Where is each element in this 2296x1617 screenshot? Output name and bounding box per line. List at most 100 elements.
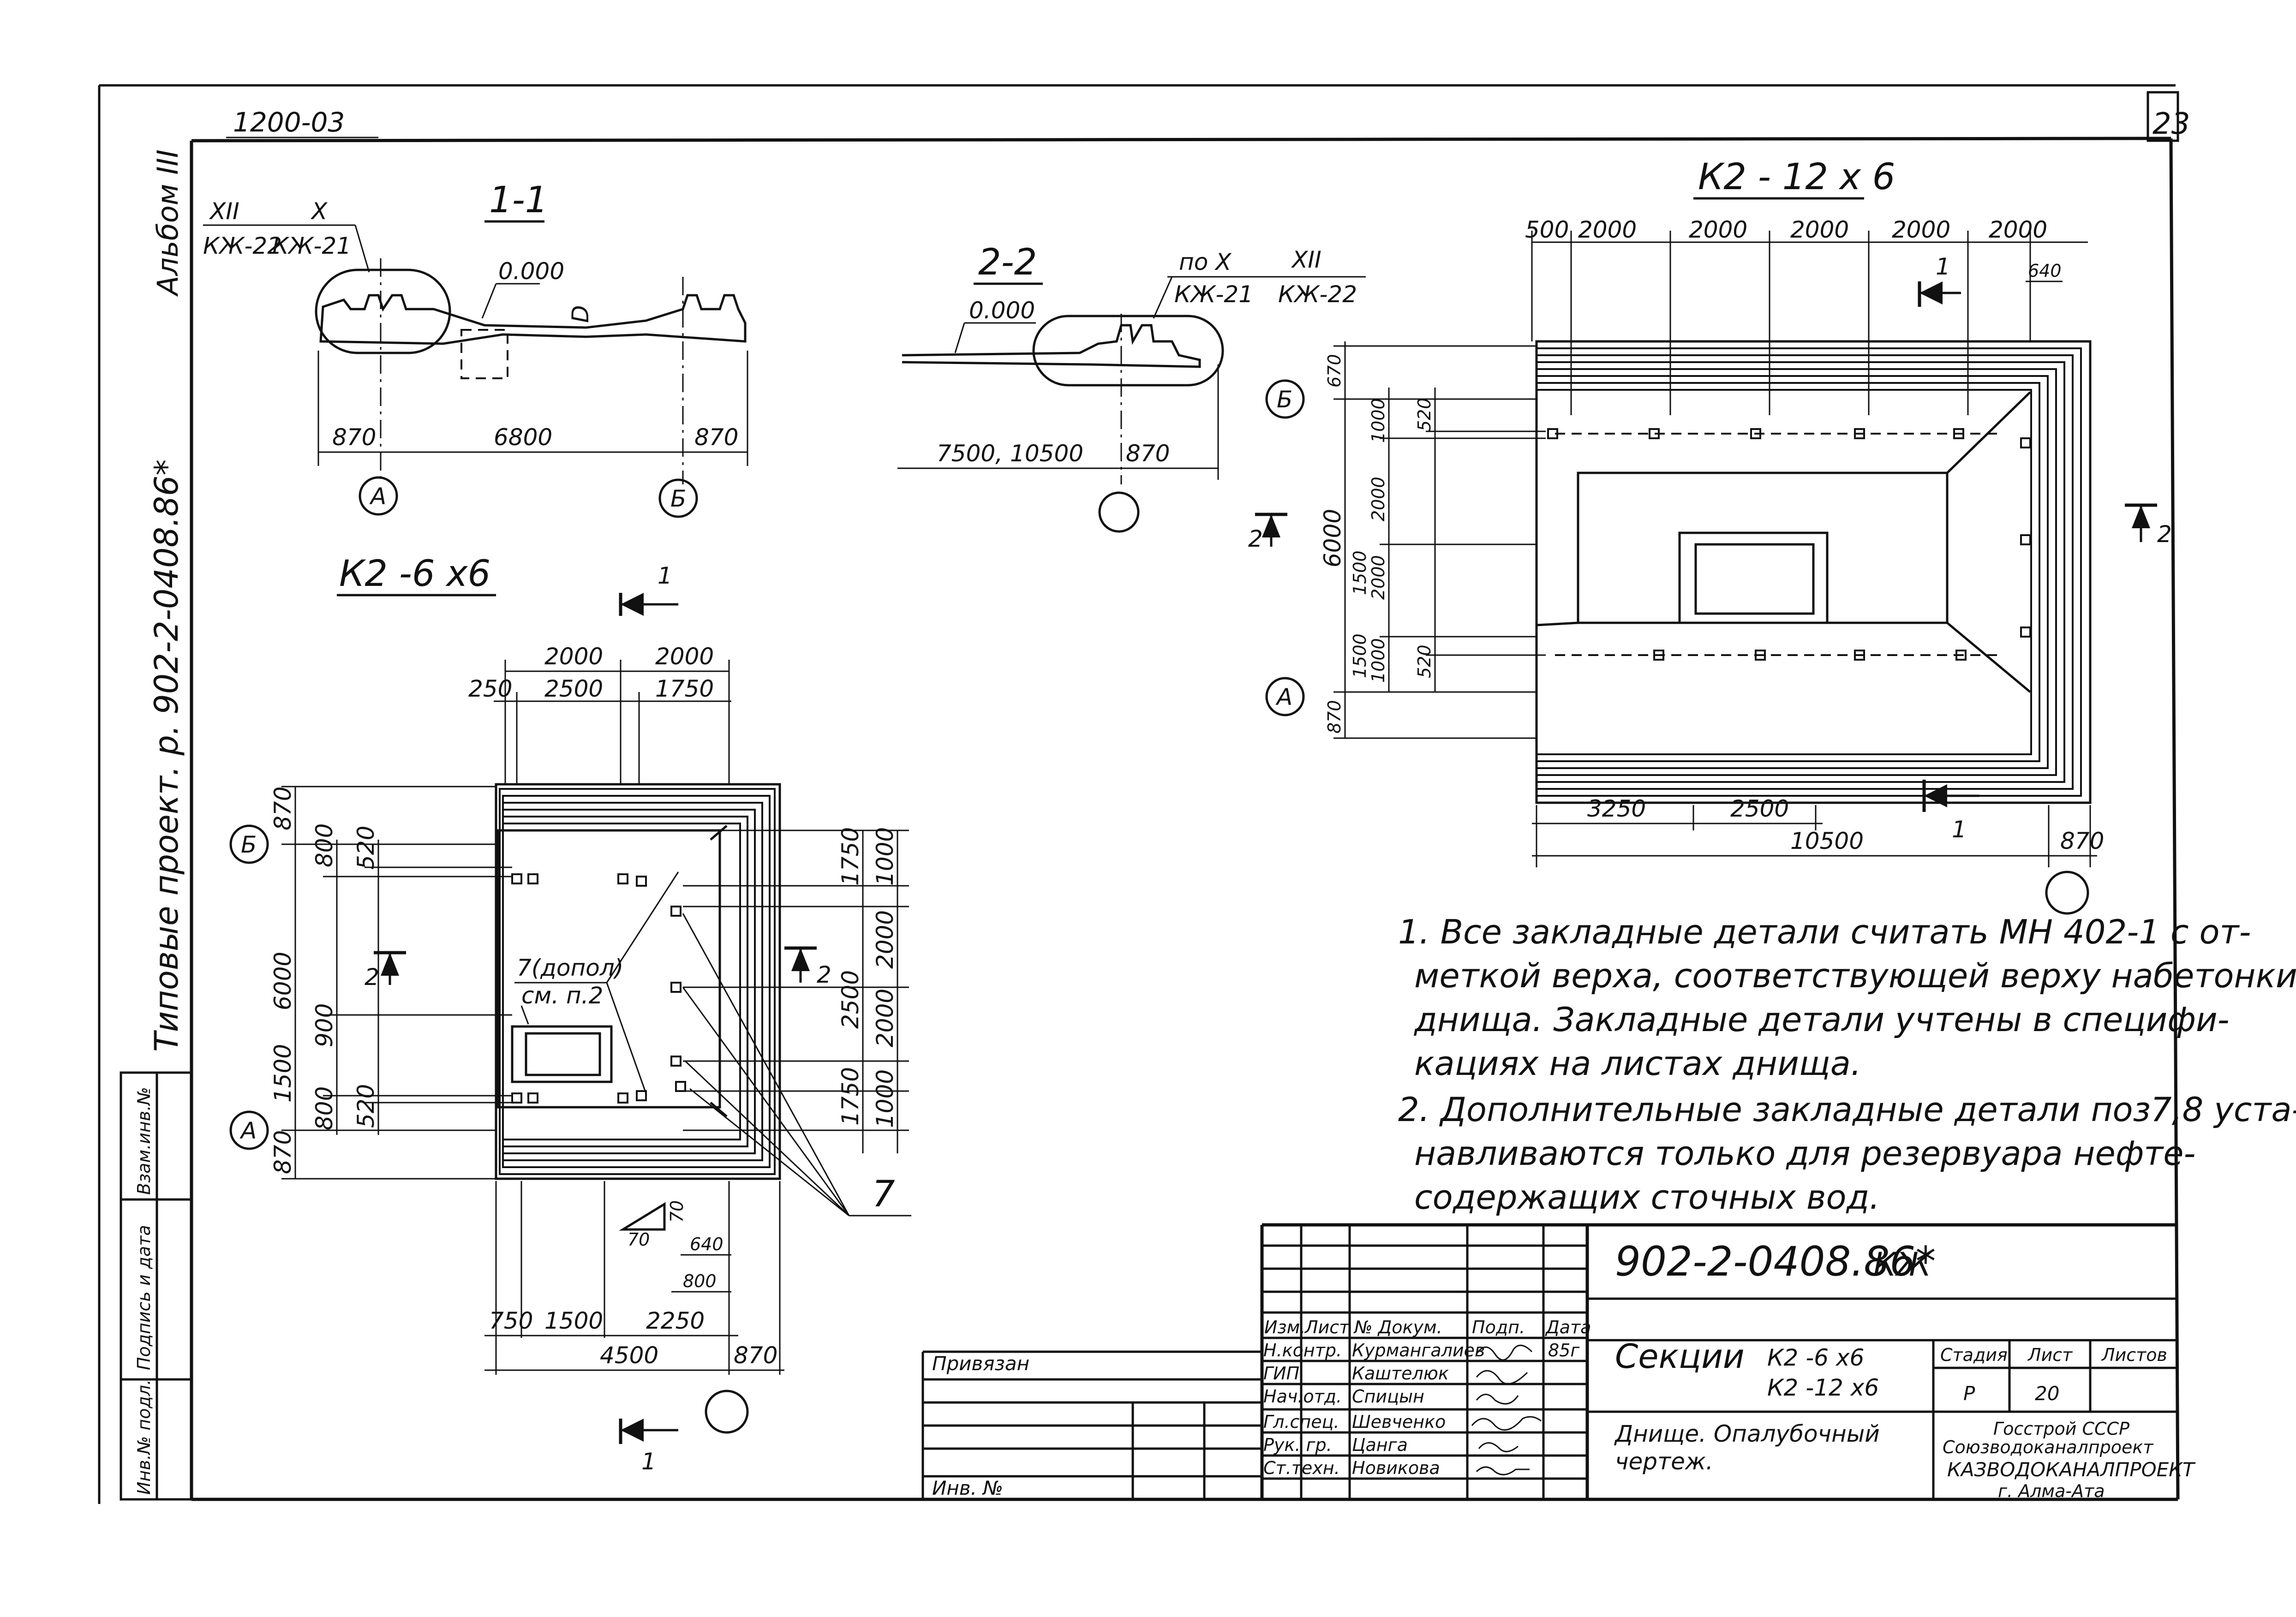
tb-role-1: ГИП [1263, 1363, 1299, 1384]
plan-6x6-bottom-2250: 2250 [646, 1307, 705, 1334]
plan-6x6-axis-b: Б [241, 831, 257, 858]
tb-stage: Р [1963, 1382, 1975, 1405]
notes-block: 1. Все закладные детали считать МН 402-1… [1398, 913, 2296, 1217]
plan-6x6-note-ref-a: 7(допол) [517, 955, 623, 981]
plan-6x6-left-870-top: 870 [269, 787, 296, 830]
plan-12x6-bottom-870: 870 [2060, 828, 2104, 854]
note-line-3: днища. Закладные детали учтены в специфи… [1413, 1000, 2230, 1039]
plan-12x6-top-2000-b: 2000 [1689, 216, 1747, 243]
plan-6x6-cut-1-bottom: 1 [641, 1448, 656, 1475]
tb-sheets-head: Листов [2101, 1345, 2167, 1365]
stamp-replaced-inv: Взам.инв.№ [134, 1087, 154, 1195]
page-number: 23 [2152, 107, 2190, 141]
plan-12x6-bottom-10500: 10500 [1790, 828, 1864, 854]
plan-6x6-left-1500: 1500 [269, 1044, 296, 1103]
plan-12x6-top-2000-a: 2000 [1578, 216, 1637, 243]
title-block: Привязан Инв. № Изм. Лист № Докум. Подп.… [921, 1223, 2196, 1501]
plan-12x6-left-2000-b: 2000 [1368, 555, 1388, 600]
tb-role-0: Н.контр. [1263, 1340, 1342, 1360]
section-1-1-ref-left-a: XII [209, 198, 239, 225]
plan-k2-6x6: К2 -6 х6 1 7(допол) см [229, 553, 911, 1475]
tb-sheet-no: 20 [2035, 1382, 2059, 1405]
plan-12x6-left-2000-a: 2000 [1368, 477, 1388, 521]
tb-name-5: Новикова [1352, 1458, 1440, 1478]
note-line-4: кациях на листах днища. [1414, 1044, 1861, 1083]
tb-head-sign: Подп. [1472, 1317, 1525, 1337]
plan-6x6-right-1000-top: 1000 [872, 827, 898, 886]
plan-12x6-left-1500-a: 1500 [1350, 550, 1370, 595]
section-2-2-dim-7500-10500: 7500, 10500 [937, 440, 1083, 467]
plan-12x6-left-1500-b: 1500 [1350, 633, 1370, 678]
section-1-1-dim-870-left: 870 [332, 424, 376, 451]
plan-6x6-small-800: 800 [683, 1271, 717, 1291]
section-1-1-title: 1-1 [489, 179, 548, 221]
section-1-1: 1-1 XII X КЖ-22 КЖ-21 0.000 D 870 6800 8… [203, 179, 748, 518]
plan-12x6-top-500: 500 [1525, 216, 1569, 243]
section-1-1-axis-a: А [369, 483, 386, 510]
plan-6x6-small-70-a: 70 [667, 1200, 687, 1223]
section-1-1-dim-6800: 6800 [494, 424, 552, 451]
note-line-7: содержащих сточных вод. [1414, 1178, 1880, 1217]
section-2-2-ref-a: по X [1179, 249, 1232, 275]
note-line-6: навливаются только для резервуара нефте- [1414, 1134, 2196, 1173]
tb-org-2: Союзводоканалпроект [1943, 1437, 2154, 1457]
plan-12x6-bottom-3250: 3250 [1587, 795, 1646, 822]
plan-12x6-cut-2-right: 2 [2157, 521, 2172, 548]
tb-doc-code: 902-2-0408.86* [1615, 1238, 1936, 1285]
plan-12x6-left-870: 870 [1324, 700, 1345, 734]
note-line-2: меткой верха, соответствующей верху набе… [1414, 956, 2296, 995]
signature-scribble [1471, 1344, 1542, 1475]
plan-6x6-small-70-b: 70 [628, 1229, 650, 1250]
plan-12x6-left-520-top: 520 [1414, 398, 1435, 431]
note-line-1: 1. Все закладные детали считать МН 402-1… [1398, 913, 2251, 951]
plan-12x6-left-6000: 6000 [1319, 509, 1346, 567]
tb-org-4: г. Алма-Ата [1998, 1481, 2105, 1501]
plan-12x6-cut-1-top: 1 [1936, 253, 1950, 280]
tb-org-1: Госстрой СССР [1993, 1419, 2129, 1439]
plan-12x6-bottom-2500: 2500 [1730, 795, 1789, 822]
plan-12x6-top-2000-d: 2000 [1892, 216, 1950, 243]
plan-6x6-right-2500: 2500 [837, 970, 864, 1029]
standard-project-label: Типовые проект. р. 902-2-0408.86* [148, 459, 185, 1052]
sheet-frame [98, 84, 2180, 1504]
section-2-2-dim-870: 870 [1126, 440, 1170, 467]
section-2-2-ref-b2: КЖ-22 [1278, 281, 1357, 308]
tb-role-2: Нач.отд. [1263, 1386, 1342, 1407]
note-line-5: 2. Дополнительные закладные детали поз7,… [1398, 1090, 2296, 1129]
plan-6x6-bottom-1500: 1500 [544, 1307, 603, 1334]
section-1-1-ref-left-b: КЖ-22 [203, 233, 282, 259]
plan-12x6-left-670: 670 [1324, 354, 1345, 388]
tb-role-4: Рук. гр. [1263, 1435, 1332, 1455]
plan-6x6-left-800-top: 800 [311, 823, 338, 867]
tb-privyazan: Привязан [932, 1352, 1029, 1375]
plan-6x6-left-870-bot: 870 [269, 1130, 296, 1174]
plan-6x6-callout-7: 7 [872, 1174, 895, 1215]
plan-6x6-top-1750: 1750 [655, 675, 714, 702]
plan-12x6-left-1000-bot: 1000 [1368, 638, 1388, 683]
stamp-sign-date: Подпись и дата [134, 1225, 154, 1370]
tb-description-a: Днище. Опалубочный [1614, 1420, 1880, 1447]
plan-12x6-title: К2 - 12 х 6 [1698, 156, 1895, 198]
plan-6x6-left-520-bot: 520 [353, 1084, 379, 1128]
tb-role-5: Ст.техн. [1263, 1458, 1340, 1478]
plan-6x6-top-250: 250 [468, 675, 512, 702]
plan-6x6-bottom-870: 870 [734, 1342, 777, 1369]
tb-name-4: Цанга [1352, 1435, 1408, 1455]
tb-name-1: Каштелюк [1352, 1363, 1449, 1384]
plan-6x6-right-2000-bot: 2000 [872, 989, 898, 1047]
tb-org-3: КАЗВОДОКАНАЛПРОЕКТ [1947, 1458, 2196, 1481]
section-1-1-dim-870-right: 870 [694, 424, 738, 451]
plan-6x6-cut-2-right: 2 [817, 961, 831, 988]
tb-date-0: 85г [1548, 1340, 1580, 1360]
tb-stage-head: Стадия [1940, 1345, 2008, 1365]
plan-6x6-title: К2 -6 х6 [339, 553, 490, 595]
tb-doc-mark: КЖ [1873, 1246, 1932, 1283]
plan-6x6-note-ref-b: см. п.2 [521, 982, 603, 1009]
plan-6x6-right-2000-top: 2000 [872, 910, 898, 969]
tb-name-3: Шевченко [1352, 1412, 1446, 1432]
top-code: 1200-03 [233, 107, 345, 138]
tb-section-b: К2 -12 х6 [1767, 1374, 1879, 1401]
plan-6x6-small-640: 640 [690, 1234, 723, 1254]
section-2-2-title: 2-2 [978, 242, 1037, 283]
